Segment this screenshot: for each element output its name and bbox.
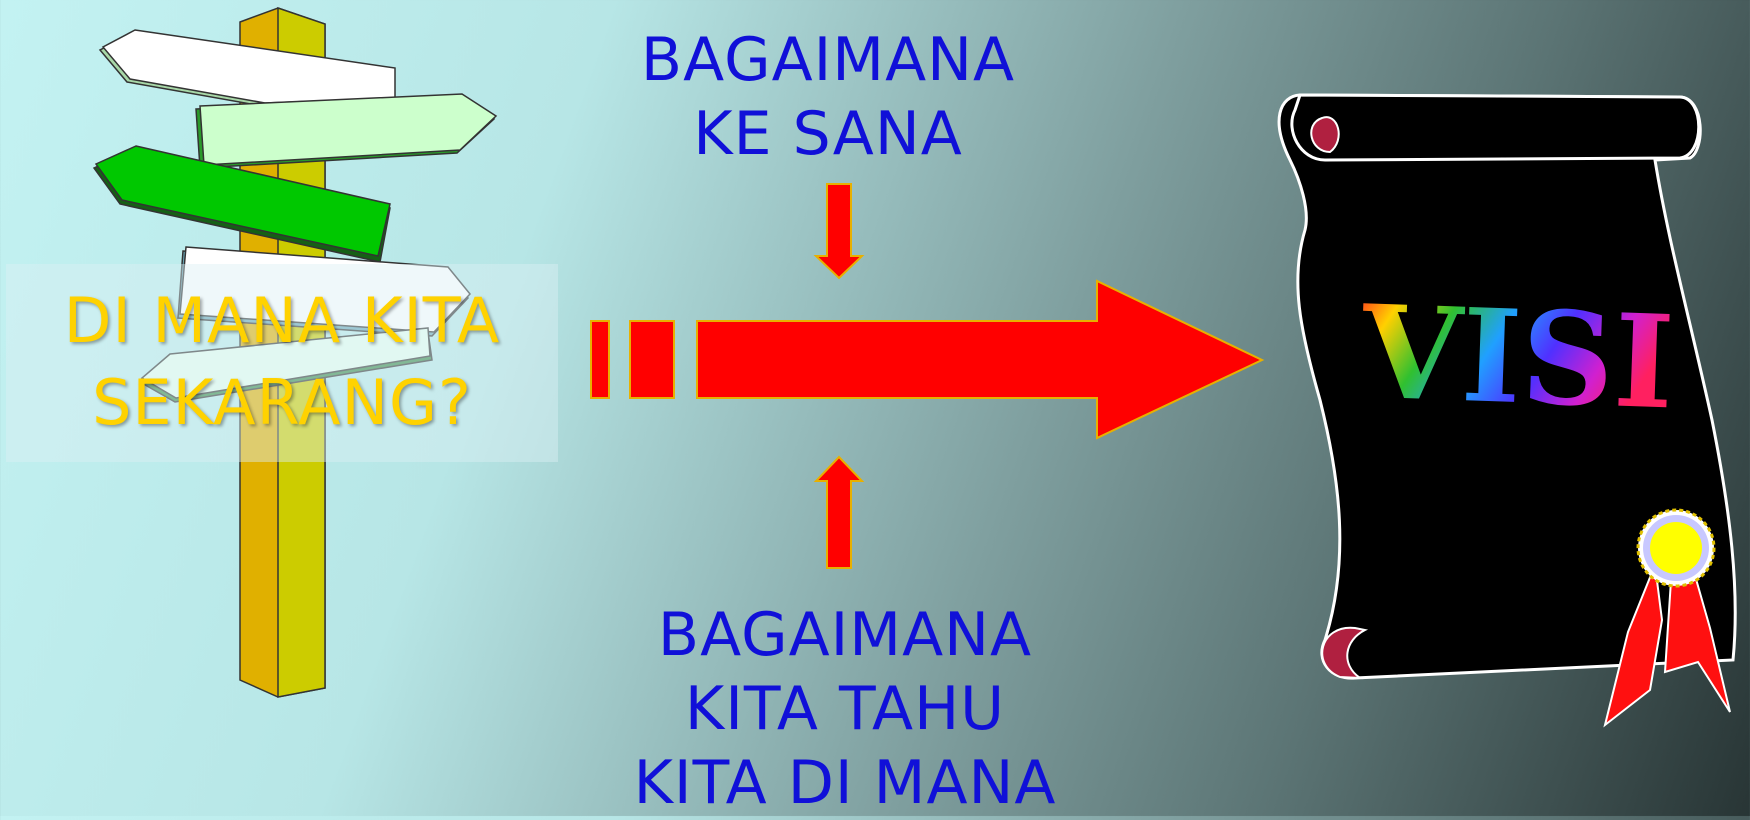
- current-position-box: [6, 264, 558, 462]
- main-arrow-dash-1: [590, 320, 610, 399]
- how-we-know-line-3: KITA DI MANA: [633, 748, 1057, 818]
- how-we-know-label: BAGAIMANA KITA TAHU KITA DI MANA: [600, 598, 1090, 820]
- current-position-line-2: SEKARANG?: [92, 366, 472, 439]
- down-arrow: [813, 183, 865, 280]
- how-to-get-there-label: BAGAIMANA KE SANA: [588, 23, 1068, 171]
- main-arrow-dash-2: [629, 320, 675, 399]
- vision-label: VISI: [1359, 278, 1677, 439]
- how-we-know-line-2: KITA TAHU: [684, 674, 1006, 744]
- how-to-get-there-line-1: BAGAIMANA: [640, 25, 1016, 95]
- signpost-icon: [92, 6, 498, 698]
- current-position-line-1: DI MANA KITA: [63, 284, 501, 357]
- up-arrow: [813, 455, 865, 569]
- current-position-label: DI MANA KITA SEKARANG?: [6, 280, 558, 444]
- main-arrow: [696, 279, 1265, 440]
- how-we-know-line-1: BAGAIMANA: [657, 600, 1033, 670]
- how-to-get-there-line-2: KE SANA: [693, 99, 963, 169]
